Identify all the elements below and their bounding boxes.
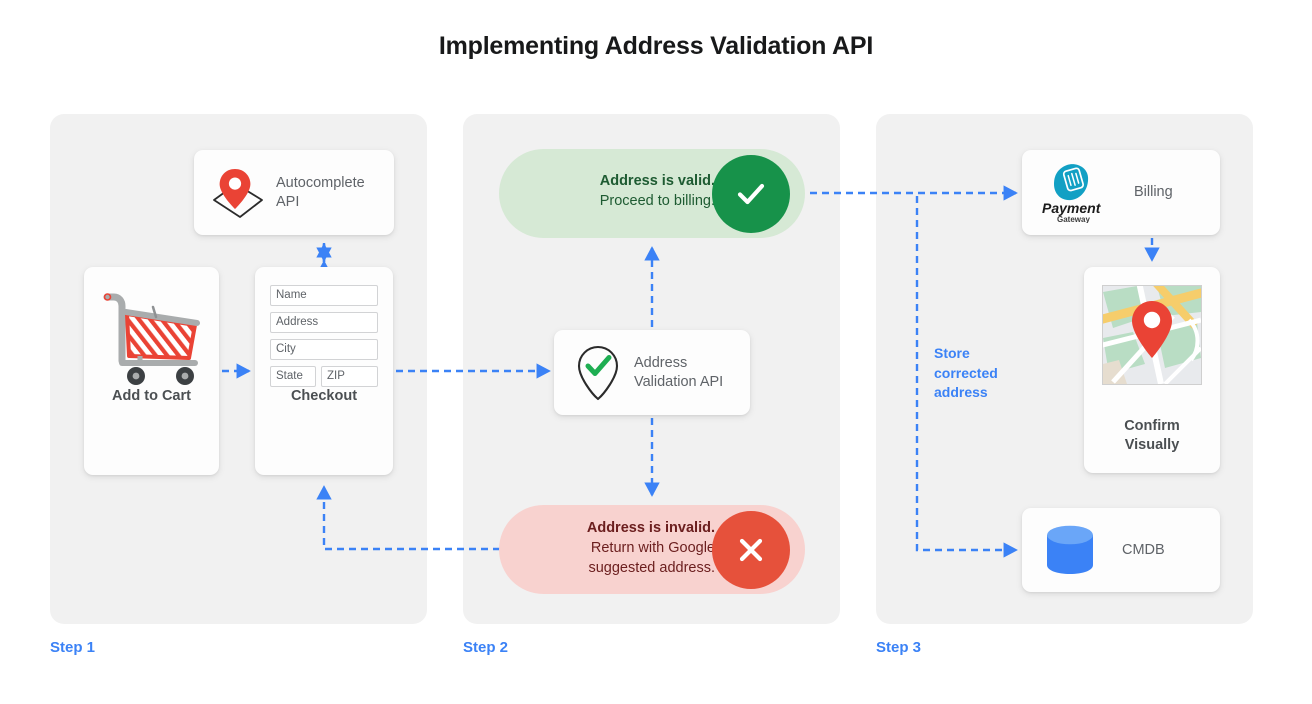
cmdb-label: CMDB xyxy=(1122,542,1165,558)
valid-badge xyxy=(712,155,790,233)
address-valid-subtitle: Proceed to billing. xyxy=(599,193,715,209)
shopping-cart-icon xyxy=(103,293,200,385)
autocomplete-line-2: API xyxy=(276,194,300,210)
add-to-cart-card[interactable]: Add to Cart xyxy=(84,267,219,475)
payment-gateway-logo: Payment Gateway xyxy=(1042,164,1102,223)
autocomplete-api-label: Autocomplete API xyxy=(276,174,365,212)
address-field[interactable]: Address xyxy=(270,312,378,333)
checkout-card[interactable]: Name Address City State ZIP Checkout xyxy=(255,267,393,475)
billing-label: Billing xyxy=(1134,184,1173,200)
store-corrected-address-note: Store corrected address xyxy=(934,344,1034,403)
invalid-badge xyxy=(712,511,790,589)
address-invalid-title: Address is invalid. xyxy=(586,520,715,536)
address-valid-text: Address is valid. Proceed to billing. xyxy=(519,171,715,211)
validation-line-2: Validation API xyxy=(634,374,724,390)
autocomplete-line-1: Autocomplete xyxy=(276,175,365,191)
step-3-label: Step 3 xyxy=(876,639,922,656)
address-validation-api-label: Address Validation API xyxy=(634,354,723,392)
store-note-line-3: address xyxy=(934,384,988,400)
confirm-visually-card[interactable]: Confirm Visually xyxy=(1084,267,1220,473)
page-title: Implementing Address Validation API xyxy=(438,32,874,60)
name-field[interactable]: Name xyxy=(270,285,378,306)
step-2-label: Step 2 xyxy=(463,639,509,656)
billing-card[interactable]: Payment Gateway Billing xyxy=(1022,150,1220,235)
store-note-line-1: Store xyxy=(934,345,970,361)
address-validation-api-card[interactable]: Address Validation API xyxy=(554,330,750,415)
address-valid-pill[interactable]: Address is valid. Proceed to billing. xyxy=(499,149,805,238)
checkout-label: Checkout xyxy=(290,388,358,404)
map-pin-diamond-icon xyxy=(213,169,263,218)
confirm-visually-label: Confirm Visually xyxy=(1084,417,1220,455)
payment-gateway-logo-line-1: Payment xyxy=(1042,200,1102,216)
pin-check-icon xyxy=(577,345,619,401)
add-to-cart-label: Add to Cart xyxy=(112,388,191,404)
close-x-icon xyxy=(739,538,763,562)
zip-field[interactable]: ZIP xyxy=(321,366,378,387)
payment-gateway-logo-line-2: Gateway xyxy=(1057,215,1090,223)
store-note-line-2: corrected xyxy=(934,364,998,381)
map-thumbnail-icon xyxy=(1102,285,1202,385)
autocomplete-api-card[interactable]: Autocomplete API xyxy=(194,150,394,235)
address-invalid-pill[interactable]: Address is invalid. Return with Google s… xyxy=(499,505,805,594)
address-invalid-subtitle-line-1: Return with Google xyxy=(590,540,715,556)
address-invalid-subtitle-line-2: suggested address. xyxy=(588,560,715,576)
address-valid-title: Address is valid. xyxy=(599,173,715,189)
state-field[interactable]: State xyxy=(270,366,316,387)
confirm-line-1: Confirm xyxy=(1124,418,1180,434)
confirm-line-2: Visually xyxy=(1124,437,1180,453)
cmdb-card[interactable]: CMDB xyxy=(1022,508,1220,592)
address-invalid-text: Address is invalid. Return with Google s… xyxy=(509,518,715,578)
validation-line-1: Address xyxy=(634,355,688,371)
city-field[interactable]: City xyxy=(270,339,378,360)
check-icon xyxy=(737,183,765,205)
step-1-label: Step 1 xyxy=(50,639,96,656)
database-cylinder-icon xyxy=(1047,525,1093,574)
